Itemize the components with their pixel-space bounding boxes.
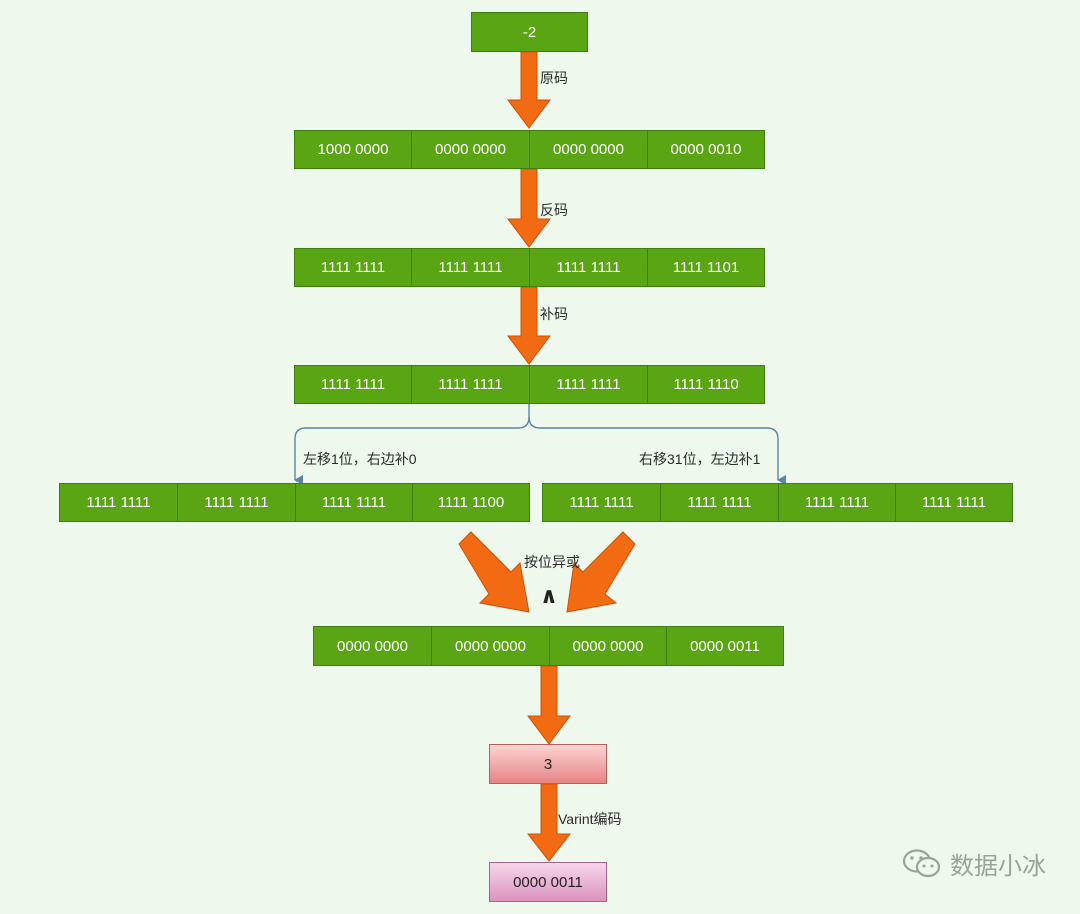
left-shift-byte-1: 1111 1111 <box>59 483 178 522</box>
wechat-icon <box>902 848 941 877</box>
label-varint: Varint编码 <box>558 811 622 827</box>
watermark: 数据小冰 <box>902 846 1046 881</box>
branch-connector-right <box>528 416 786 485</box>
xor-result-byte-1: 0000 0000 <box>313 626 432 666</box>
inverse-byte-4: 1111 1101 <box>647 248 765 287</box>
complement-byte-2: 1111 1111 <box>411 365 530 404</box>
input-box: -2 <box>471 12 588 52</box>
right-shift-byte-3: 1111 1111 <box>778 483 896 522</box>
right-shift-byte-4: 1111 1111 <box>895 483 1013 522</box>
arrow-to-result <box>527 665 571 745</box>
arrow-to-complement <box>507 286 551 365</box>
original-byte-1: 1000 0000 <box>294 130 412 169</box>
inverse-byte-3: 1111 1111 <box>529 248 648 287</box>
xor-result-byte-3: 0000 0000 <box>549 626 667 666</box>
left-shift-byte-4: 1111 1100 <box>412 483 530 522</box>
label-right-shift: 右移31位，左边补1 <box>639 451 761 467</box>
left-shift-byte-2: 1111 1111 <box>177 483 296 522</box>
watermark-text: 数据小冰 <box>950 853 1046 880</box>
right-shift-byte-2: 1111 1111 <box>660 483 779 522</box>
complement-byte-3: 1111 1111 <box>529 365 648 404</box>
inverse-byte-2: 1111 1111 <box>411 248 530 287</box>
xor-result-byte-2: 0000 0000 <box>431 626 550 666</box>
complement-byte-1: 1111 1111 <box>294 365 412 404</box>
label-inverse: 反码 <box>540 202 568 218</box>
arrow-to-inverse <box>507 168 551 248</box>
branch-connector <box>294 404 530 485</box>
original-byte-3: 0000 0000 <box>529 130 648 169</box>
complement-byte-4: 1111 1110 <box>647 365 765 404</box>
right-shift-byte-1: 1111 1111 <box>542 483 661 522</box>
inverse-byte-1: 1111 1111 <box>294 248 412 287</box>
varint-box: 0000 0011 <box>489 862 607 902</box>
left-shift-byte-3: 1111 1111 <box>295 483 413 522</box>
original-byte-4: 0000 0010 <box>647 130 765 169</box>
arrow-to-original <box>507 51 551 129</box>
arrow-right-xor <box>566 531 636 613</box>
xor-result-byte-4: 0000 0011 <box>666 626 784 666</box>
label-left-shift: 左移1位，右边补0 <box>303 451 417 467</box>
label-complement: 补码 <box>540 306 568 322</box>
arrow-to-varint <box>526 783 572 862</box>
result-box: 3 <box>489 744 607 784</box>
label-original: 原码 <box>540 70 568 86</box>
label-xor: 按位异或 <box>524 554 580 570</box>
arrow-left-xor <box>458 531 530 613</box>
xor-symbol: ∧ <box>540 583 558 608</box>
original-byte-2: 0000 0000 <box>411 130 530 169</box>
